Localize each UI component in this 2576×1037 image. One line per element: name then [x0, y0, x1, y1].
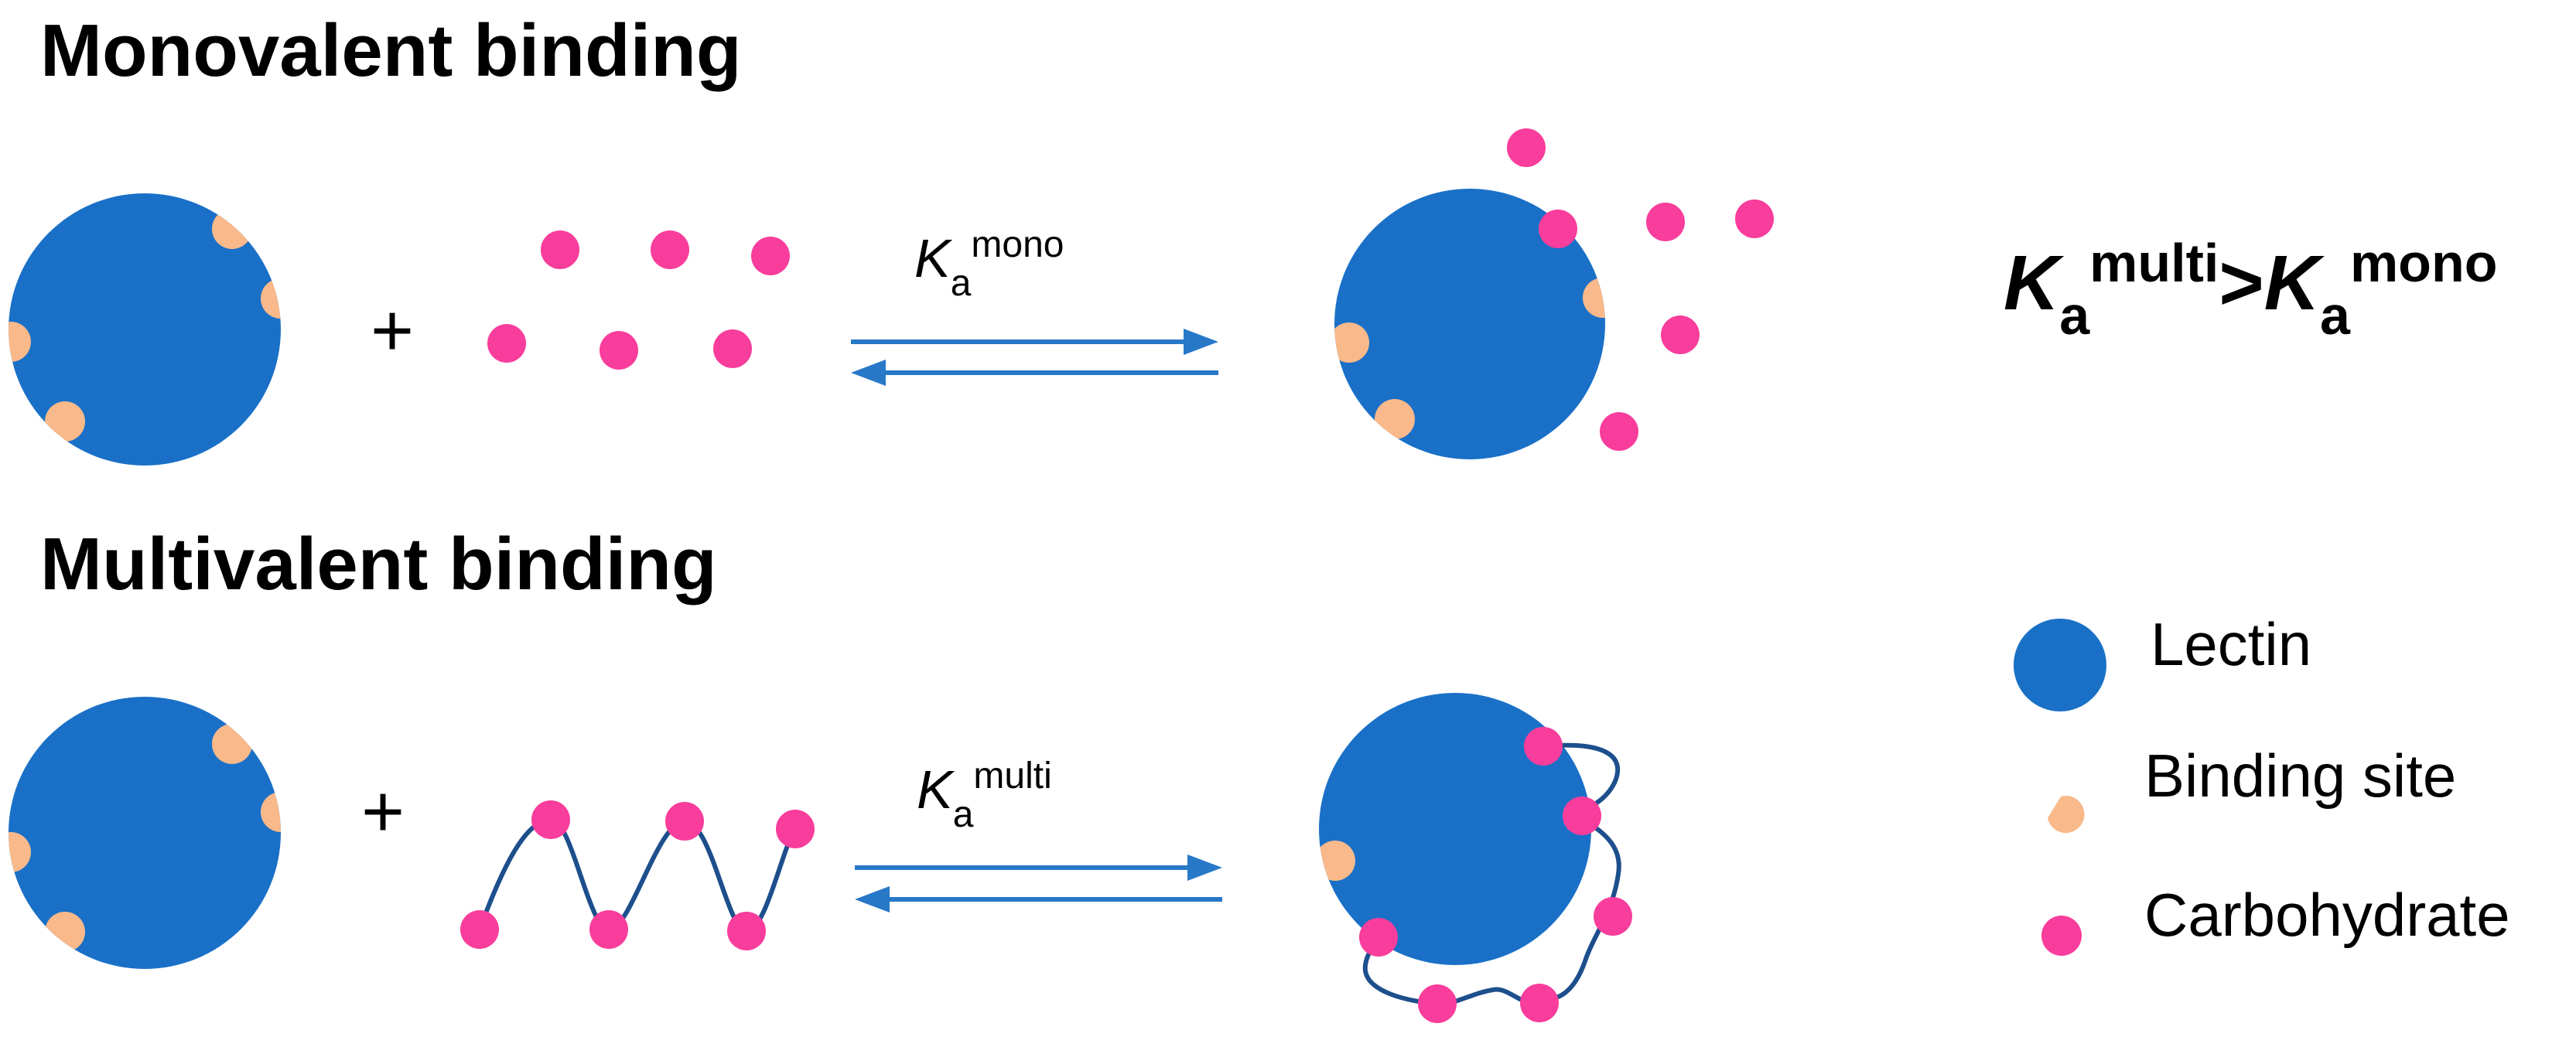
- binding-site: [1583, 278, 1605, 318]
- binding-site: [45, 401, 85, 442]
- carbohydrate: [1735, 200, 1774, 238]
- ligand-backbone-bound: [1362, 742, 1621, 1007]
- carbohydrate: [600, 331, 638, 370]
- binding-site: [1319, 841, 1355, 881]
- reverse-arrowhead: [855, 886, 890, 912]
- legend: Lectin Binding site Carbohydrate: [2014, 610, 2510, 956]
- heading-multivalent: Multivalent binding: [40, 523, 717, 605]
- carbohydrate-swatch: [2041, 916, 2082, 956]
- legend-item-carbohydrate: Carbohydrate: [2041, 881, 2510, 956]
- forward-arrowhead: [1184, 329, 1218, 355]
- plus-sign-multi: +: [361, 770, 405, 853]
- carbohydrate: [751, 237, 790, 275]
- binding-site: [1375, 399, 1415, 439]
- legend-label-binding-site: Binding site: [2144, 742, 2456, 810]
- ka-mono-sup: mono: [971, 224, 1064, 265]
- lectin-complex-multi: [1319, 693, 1632, 1023]
- carbohydrate-bound: [1359, 918, 1398, 957]
- free-carbohydrates: [487, 230, 790, 370]
- carbohydrate: [651, 230, 689, 269]
- carbohydrate: [665, 802, 704, 841]
- carbohydrate: [1646, 203, 1685, 241]
- binding-site: [212, 724, 252, 764]
- binding-site: [45, 912, 85, 952]
- ka-multi-label: Kamulti: [917, 756, 1052, 835]
- multivalent-ligand: [460, 800, 815, 950]
- ka-multi-sup: multi: [973, 756, 1051, 797]
- legend-label-carbohydrate: Carbohydrate: [2144, 881, 2510, 949]
- equilibrium-arrows-multi: [855, 855, 1222, 912]
- carbohydrate-bound: [1539, 210, 1577, 248]
- binding-site: [1334, 322, 1369, 363]
- ka-mono-sub: a: [951, 263, 972, 304]
- forward-arrowhead: [1187, 855, 1222, 881]
- carbohydrate: [1594, 897, 1632, 936]
- carbohydrate: [776, 810, 815, 848]
- equilibrium-arrows-mono: [851, 329, 1218, 386]
- heading-monovalent: Monovalent binding: [40, 9, 742, 92]
- carbohydrate: [727, 912, 766, 950]
- lectin-free-multi: [9, 697, 281, 969]
- binding-site: [212, 209, 252, 249]
- binding-site: [9, 832, 31, 872]
- lectin-swatch: [2014, 619, 2106, 711]
- binding-site-swatch: [2048, 796, 2085, 834]
- legend-item-lectin: Lectin: [2014, 610, 2311, 711]
- reverse-arrowhead: [851, 360, 886, 386]
- carbohydrate-bound: [1524, 727, 1563, 766]
- binding-site: [261, 278, 281, 319]
- plus-sign-mono: +: [371, 289, 414, 372]
- legend-label-lectin: Lectin: [2151, 610, 2311, 678]
- ka-mono-label: Kamono: [914, 224, 1064, 304]
- carbohydrate: [589, 910, 628, 949]
- ka-comparison: Kamulti>Kamono: [2004, 233, 2497, 346]
- legend-item-binding-site: Binding site: [2048, 742, 2456, 834]
- carbohydrate: [713, 329, 752, 368]
- binding-site: [9, 322, 31, 362]
- ka-multi-sub: a: [953, 794, 974, 835]
- carbohydrate: [541, 230, 579, 269]
- lectin-complex-mono: [1334, 128, 1774, 459]
- carbohydrate: [531, 800, 570, 839]
- carbohydrate: [487, 324, 526, 363]
- carbohydrate: [1661, 316, 1700, 354]
- ka-mono-symbol: K: [914, 228, 953, 288]
- carbohydrate: [1520, 984, 1559, 1022]
- lectin-free-mono: [9, 193, 281, 466]
- carbohydrate: [1418, 984, 1457, 1023]
- carbohydrate: [460, 910, 499, 949]
- carbohydrate: [1600, 412, 1638, 451]
- carbohydrate: [1507, 128, 1546, 167]
- carbohydrate-bound: [1563, 797, 1601, 835]
- binding-site: [261, 792, 281, 832]
- ka-multi-symbol: K: [917, 759, 955, 820]
